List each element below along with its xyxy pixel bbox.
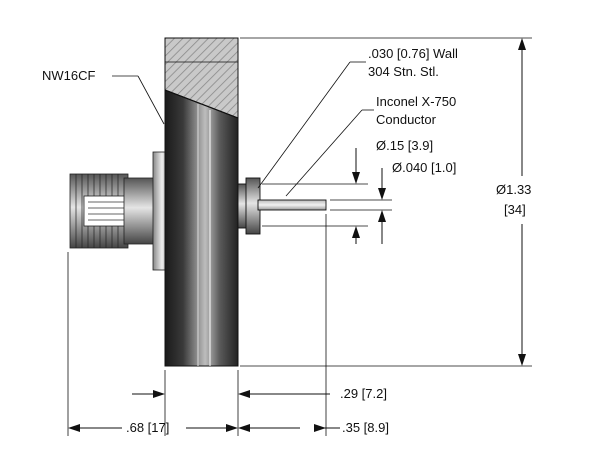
- flange-diameter-label: Ø1.33: [496, 182, 531, 197]
- outer-diameter-label: Ø.15 [3.9]: [376, 138, 433, 153]
- pin-diameter-label: Ø.040 [1.0]: [392, 160, 456, 175]
- wall-material-label: 304 Stn. Stl.: [368, 64, 439, 79]
- flange-body: [164, 89, 239, 367]
- conductor-pin: [257, 199, 327, 211]
- flange-type-label: NW16CF: [42, 68, 96, 83]
- length-35-label: .35 [8.9]: [342, 420, 389, 435]
- conductor-label: Conductor: [376, 112, 437, 127]
- connector-body: [69, 173, 157, 249]
- conductor-material-label: Inconel X-750: [376, 94, 456, 109]
- wall-spec-label: .030 [0.76] Wall: [368, 46, 458, 61]
- dimension-lines: [67, 37, 532, 436]
- length-68-label: .68 [17]: [126, 420, 169, 435]
- flange-section-hatch: [164, 37, 239, 119]
- insulator: [237, 177, 261, 235]
- length-29-label: .29 [7.2]: [340, 386, 387, 401]
- flange-diameter-metric-label: [34]: [504, 202, 526, 217]
